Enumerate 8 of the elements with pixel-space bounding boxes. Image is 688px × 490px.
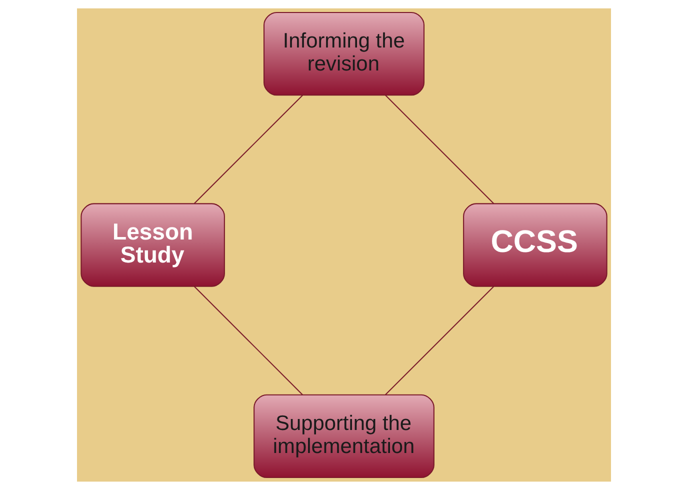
node-box: CCSS <box>463 203 608 287</box>
connector <box>385 94 494 204</box>
node-box: Lesson Study <box>80 203 225 287</box>
connector <box>194 94 303 204</box>
node-box: Supporting the implementation <box>254 394 434 478</box>
connector <box>194 286 303 396</box>
node-box: Informing the revision <box>263 12 425 96</box>
connector <box>385 286 494 396</box>
